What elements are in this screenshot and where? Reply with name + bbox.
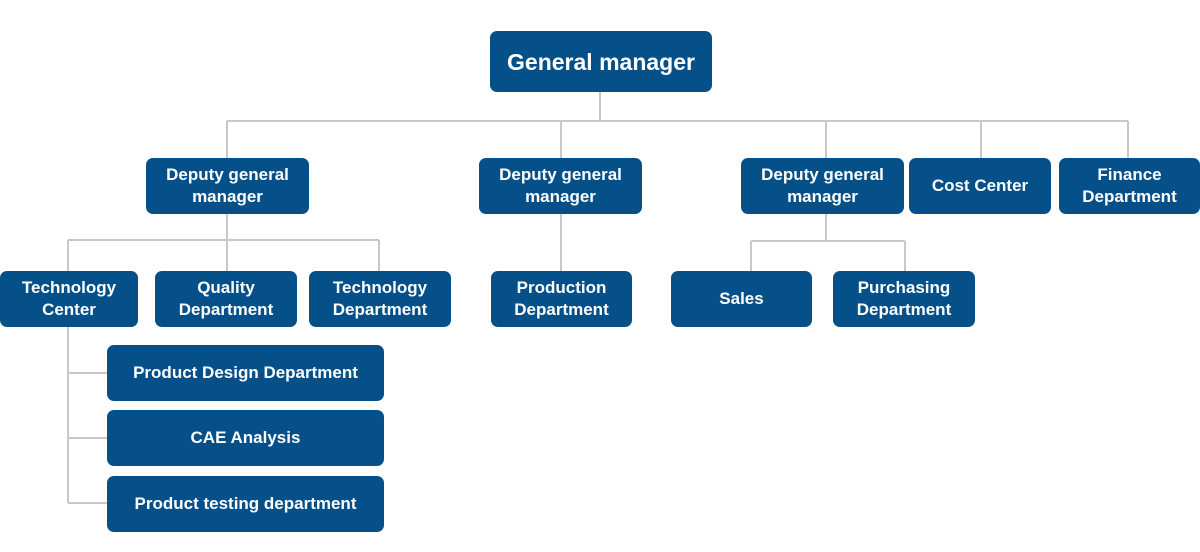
node-deputy-general-manager-2: Deputy general manager xyxy=(479,158,642,214)
node-general-manager: General manager xyxy=(490,31,712,92)
node-product-design-department: Product Design Department xyxy=(107,345,384,401)
node-deputy-general-manager-1: Deputy general manager xyxy=(146,158,309,214)
node-finance-department: Finance Department xyxy=(1059,158,1200,214)
node-product-testing-department: Product testing department xyxy=(107,476,384,532)
node-deputy-general-manager-3: Deputy general manager xyxy=(741,158,904,214)
node-production-department: Production Department xyxy=(491,271,632,327)
node-cae-analysis: CAE Analysis xyxy=(107,410,384,466)
node-technology-center: Technology Center xyxy=(0,271,138,327)
node-cost-center: Cost Center xyxy=(909,158,1051,214)
node-quality-department: Quality Department xyxy=(155,271,297,327)
node-technology-department: Technology Department xyxy=(309,271,451,327)
node-purchasing-department: Purchasing Department xyxy=(833,271,975,327)
node-sales: Sales xyxy=(671,271,812,327)
